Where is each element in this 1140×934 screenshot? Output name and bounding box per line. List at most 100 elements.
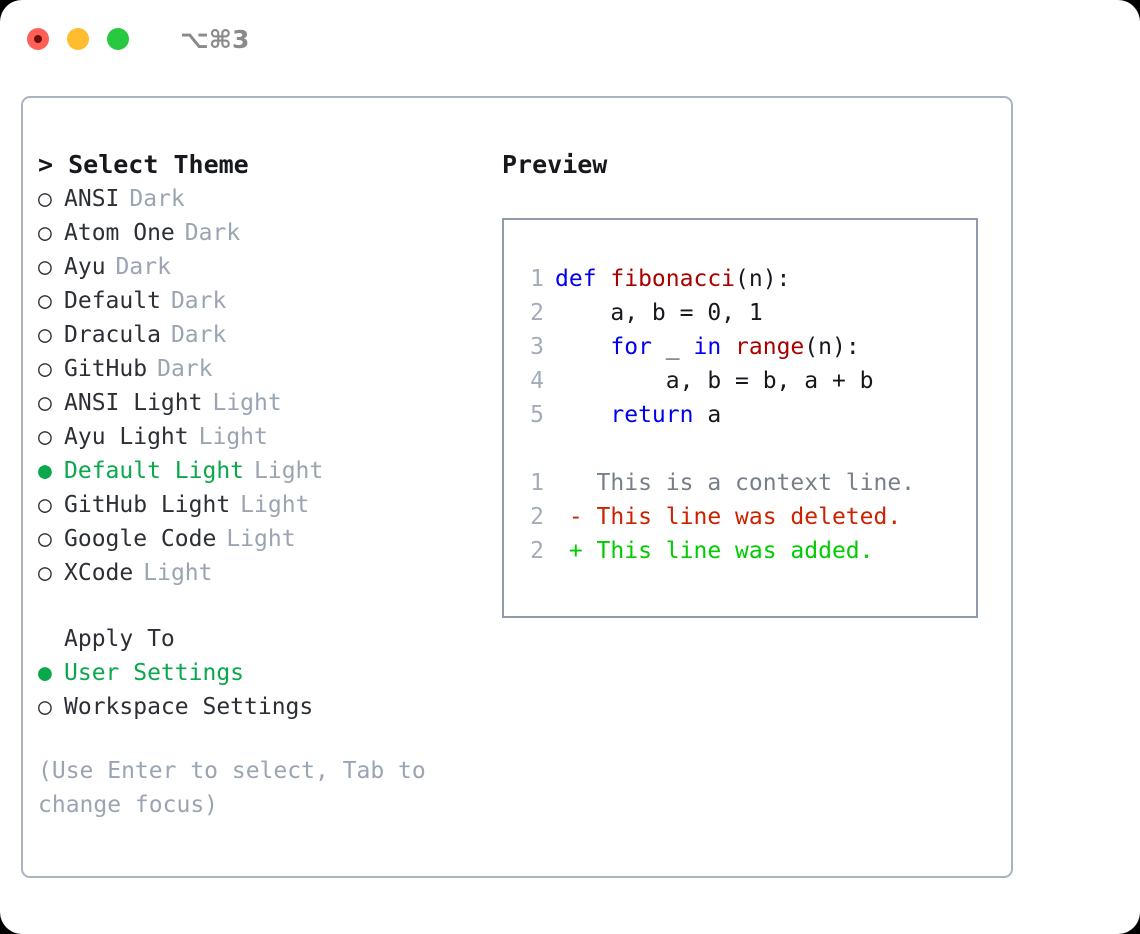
zoom-button[interactable] [107,28,129,50]
keyboard-hint: (Use Enter to select, Tab to change focu… [38,758,440,818]
apply-to-option-workspace-settings[interactable]: ○ Workspace Settings [38,690,493,724]
line-number: 4 [530,368,544,394]
code-spacer [510,432,970,466]
diff-line-ctx: 1 This is a context line. [510,466,970,500]
theme-option-variant: Dark [170,322,227,348]
theme-option-label: Default [64,288,161,314]
theme-option-label: ANSI Light [64,390,203,416]
apply-to-option-user-settings[interactable]: ● User Settings [38,656,493,690]
code-line-text: for _ in range(n): [555,330,860,364]
code-line: 1 def fibonacci(n): [510,262,970,296]
theme-option-label: GitHub [64,356,148,382]
traffic-lights [27,28,129,50]
keyboard-shortcut-label: ⌥⌘3 [180,24,250,54]
radio-unselected-icon: ○ [38,186,52,212]
code-token-pl [721,334,735,360]
code-line: 4 a, b = b, a + b [510,364,970,398]
code-line-text: return a [555,398,721,432]
radio-unselected-icon: ○ [38,526,52,552]
theme-option-variant: Light [198,424,268,450]
radio-unselected-icon: ○ [38,390,52,416]
theme-option-xcode[interactable]: ○ XCode Light [38,556,493,590]
theme-option-label: Dracula [64,322,161,348]
apply-to-heading: Apply To [64,626,175,652]
radio-unselected-icon: ○ [38,322,52,348]
theme-option-variant: Light [212,390,282,416]
minimize-button[interactable] [67,28,89,50]
apply-to-list: ● User Settings ○ Workspace Settings [38,656,493,724]
line-number: 3 [530,334,544,360]
radio-unselected-icon: ○ [38,560,52,586]
code-line: 2 a, b = 0, 1 [510,296,970,330]
radio-unselected-icon: ○ [38,220,52,246]
code-token-kw: def [555,266,611,292]
line-number: 2 [530,300,544,326]
diff-line-del: 2 - This line was deleted. [510,500,970,534]
radio-selected-icon: ● [38,458,52,484]
theme-option-label: ANSI [64,186,120,212]
code-token-pl: _ [651,334,694,360]
code-token-pl [555,334,610,360]
theme-option-dracula[interactable]: ○ Dracula Dark [38,318,493,352]
radio-unselected-icon: ○ [38,694,52,720]
code-line-text: a, b = 0, 1 [555,296,762,330]
theme-option-variant: Light [143,560,213,586]
theme-option-github[interactable]: ○ GitHub Dark [38,352,493,386]
theme-option-variant: Light [226,526,296,552]
close-button[interactable] [27,28,49,50]
code-token-pl: a [693,402,722,428]
page-title: > Select Theme [38,150,249,179]
theme-option-google-code[interactable]: ○ Google Code Light [38,522,493,556]
line-number: 2 [530,538,544,564]
code-line: 3 for _ in range(n): [510,330,970,364]
code-token-pl: (n): [735,266,791,292]
radio-unselected-icon: ○ [38,254,52,280]
radio-unselected-icon: ○ [38,492,52,518]
theme-option-variant: Light [240,492,310,518]
radio-unselected-icon: ○ [38,356,52,382]
line-number: 2 [530,504,544,530]
spacer [38,590,493,622]
code-token-pl: (n): [804,334,860,360]
code-token-kw: for [610,334,652,360]
theme-option-variant: Dark [157,356,213,382]
diff-line-add: 2 + This line was added. [510,534,970,568]
theme-option-label: Ayu [64,254,106,280]
diff-line-text: - This line was deleted. [555,504,902,530]
theme-option-ansi-light[interactable]: ○ ANSI Light Light [38,386,493,420]
code-token-pl [555,402,610,428]
radio-unselected-icon: ○ [38,288,52,314]
radio-selected-icon: ● [38,660,52,686]
apply-to-option-label: Workspace Settings [64,694,314,720]
theme-option-label: Ayu Light [64,424,189,450]
theme-option-label: Default Light [64,458,245,484]
preview-title: Preview [502,150,608,179]
theme-option-label: XCode [64,560,134,586]
apply-to-option-label: User Settings [64,660,245,686]
line-number: 5 [530,402,544,428]
diff-line-text: This is a context line. [555,470,916,496]
code-token-pl: a, b = b, a + b [555,368,874,394]
line-number: 1 [530,266,544,292]
theme-option-variant: Dark [115,254,171,280]
diff-line-text: + This line was added. [555,538,874,564]
code-token-fn: fibonacci [610,266,736,292]
theme-option-label: Google Code [64,526,217,552]
theme-option-ayu[interactable]: ○ Ayu Dark [38,250,493,284]
theme-option-label: Atom One [64,220,175,246]
title-bar: ⌥⌘3 [0,0,1140,78]
